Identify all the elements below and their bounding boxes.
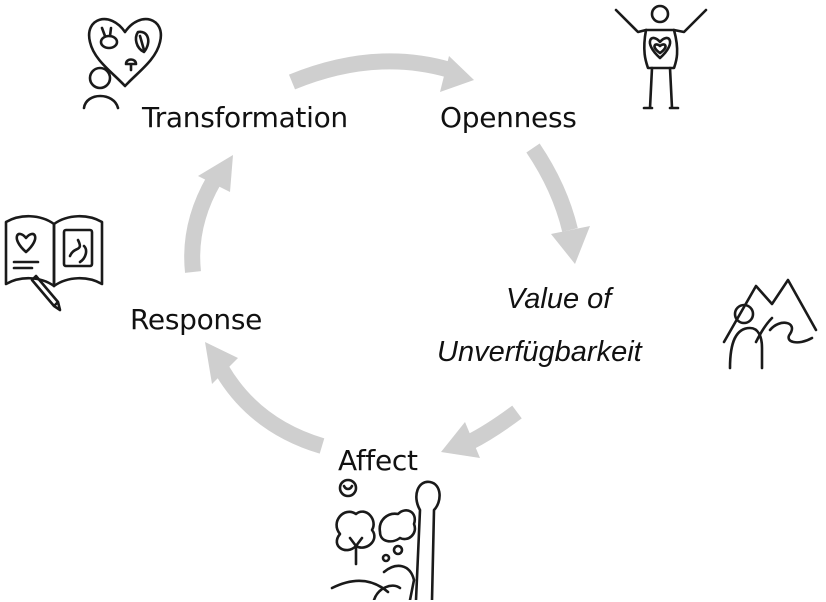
stage-value-line1: Value of (506, 283, 612, 315)
stage-value-line2: Unverfügbarkeit (437, 336, 642, 368)
person-with-mountains-icon (722, 278, 818, 370)
stage-response: Response (130, 303, 263, 336)
stage-openness: Openness (440, 101, 577, 134)
arrow-affect-to-response (205, 342, 325, 454)
stage-affect: Affect (338, 444, 418, 477)
person-with-nature-heart-icon (82, 17, 163, 110)
arrow-value-to-affect (441, 405, 522, 458)
stage-transformation: Transformation (142, 101, 348, 134)
open-journal-with-pen-icon (4, 214, 104, 312)
arrow-transformation-to-openness (288, 53, 474, 92)
arrow-response-to-transformation (184, 155, 233, 273)
figure-with-open-heart-icon (614, 4, 708, 110)
person-under-tree-icon (330, 478, 441, 600)
arrow-openness-to-value (526, 143, 590, 264)
